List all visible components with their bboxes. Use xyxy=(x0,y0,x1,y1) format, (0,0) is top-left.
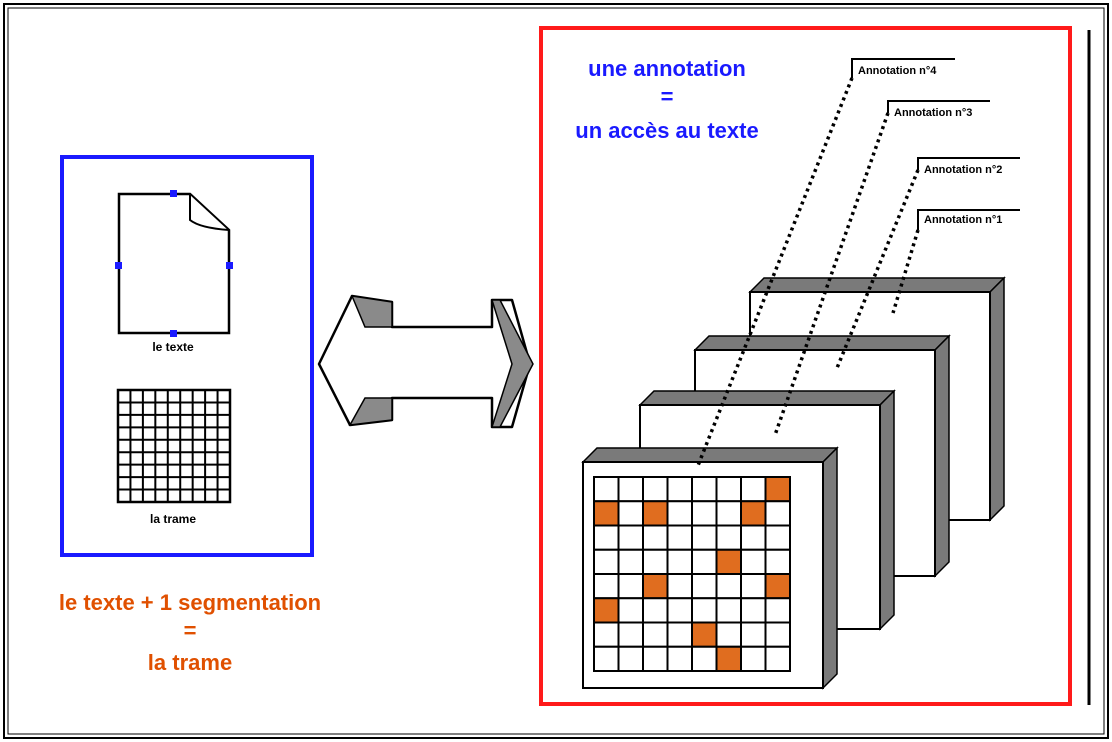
grid-cell xyxy=(617,548,644,575)
outer-border xyxy=(3,3,1109,739)
grid-cell xyxy=(691,524,718,551)
grid-cell xyxy=(593,476,620,503)
svg-text:Annotation n°2: Annotation n°2 xyxy=(924,164,1002,176)
grid-cell xyxy=(666,500,693,527)
grid-cell xyxy=(764,548,791,575)
highlighted-cell xyxy=(593,500,620,527)
heading-line-3: un accès au texte xyxy=(575,118,758,143)
grid-cell xyxy=(617,597,644,624)
outer-border-inner xyxy=(7,7,1105,735)
grid-cell xyxy=(715,524,742,551)
grid-cell xyxy=(715,500,742,527)
grid-cell xyxy=(740,548,767,575)
grid-cell xyxy=(691,500,718,527)
document-icon xyxy=(115,190,233,337)
highlighted-cell xyxy=(715,645,742,672)
segmentation-grid-icon xyxy=(116,388,232,504)
grid-cell xyxy=(740,645,767,672)
grid-cell xyxy=(642,548,669,575)
grid-cell xyxy=(740,573,767,600)
grid-cell xyxy=(715,476,742,503)
grid-cell xyxy=(691,476,718,503)
grid-cell xyxy=(764,621,791,648)
highlighted-cell xyxy=(642,573,669,600)
grid-cell xyxy=(642,476,669,503)
highlighted-cell xyxy=(691,621,718,648)
grid-cell xyxy=(691,548,718,575)
highlighted-cell xyxy=(764,573,791,600)
grid-cell xyxy=(617,500,644,527)
grid-cell xyxy=(617,645,644,672)
grid-cell xyxy=(764,645,791,672)
caption-line-1: le texte + 1 segmentation xyxy=(59,590,321,615)
layer-1-grid xyxy=(581,446,839,690)
grid-cell xyxy=(642,597,669,624)
highlighted-cell xyxy=(593,597,620,624)
grid-cell xyxy=(617,476,644,503)
grid-cell xyxy=(593,548,620,575)
grid-cell xyxy=(764,597,791,624)
grid-cell xyxy=(715,597,742,624)
grid-cell xyxy=(715,573,742,600)
grid-cell xyxy=(740,597,767,624)
grid-cell xyxy=(642,524,669,551)
grid-cell xyxy=(715,621,742,648)
grid-cell xyxy=(666,621,693,648)
grid-cell xyxy=(666,476,693,503)
grid-cell xyxy=(691,597,718,624)
annotation-label-1: Annotation n°1 xyxy=(917,209,1020,230)
annotation-leaders xyxy=(695,77,920,469)
leader-annotation-2 xyxy=(835,169,920,369)
heading-line-1: une annotation xyxy=(588,56,746,81)
grid-cell xyxy=(666,548,693,575)
annotation-label-2: Annotation n°2 xyxy=(917,157,1020,176)
grid-cell xyxy=(593,524,620,551)
highlighted-cell xyxy=(764,476,791,503)
grid-cell xyxy=(764,500,791,527)
annotation-label-4: Annotation n°4 xyxy=(851,58,955,78)
grid-cell xyxy=(666,573,693,600)
highlighted-cell xyxy=(740,500,767,527)
grid-cell xyxy=(593,621,620,648)
grid-cell xyxy=(617,524,644,551)
grid-label: la trame xyxy=(150,512,196,526)
grid-cell xyxy=(740,476,767,503)
grid-cell xyxy=(642,621,669,648)
svg-text:Annotation n°1: Annotation n°1 xyxy=(924,214,1002,226)
grid-cell xyxy=(593,645,620,672)
grid-cell xyxy=(740,524,767,551)
double-arrow xyxy=(317,294,534,429)
document-label: le texte xyxy=(152,340,194,354)
grid-cell xyxy=(642,645,669,672)
caption-line-3: la trame xyxy=(148,650,232,675)
leader-annotation-1 xyxy=(891,229,920,314)
grid-cell xyxy=(666,597,693,624)
svg-text:Annotation n°3: Annotation n°3 xyxy=(894,107,972,119)
grid-cell xyxy=(740,621,767,648)
grid-cell xyxy=(617,621,644,648)
highlighted-cell xyxy=(642,500,669,527)
leader-annotation-3 xyxy=(773,112,890,436)
grid-cell xyxy=(691,645,718,672)
grid-cell xyxy=(617,573,644,600)
grid-cell xyxy=(691,573,718,600)
highlighted-cell xyxy=(715,548,742,575)
annotation-label-3: Annotation n°3 xyxy=(887,100,990,119)
annotation-layers xyxy=(581,276,1006,690)
grid-cell xyxy=(593,573,620,600)
grid-cell xyxy=(666,524,693,551)
caption-line-2: = xyxy=(184,618,197,643)
grid-cell xyxy=(666,645,693,672)
svg-text:Annotation n°4: Annotation n°4 xyxy=(858,65,937,77)
grid-cell xyxy=(764,524,791,551)
heading-line-2: = xyxy=(661,84,674,109)
